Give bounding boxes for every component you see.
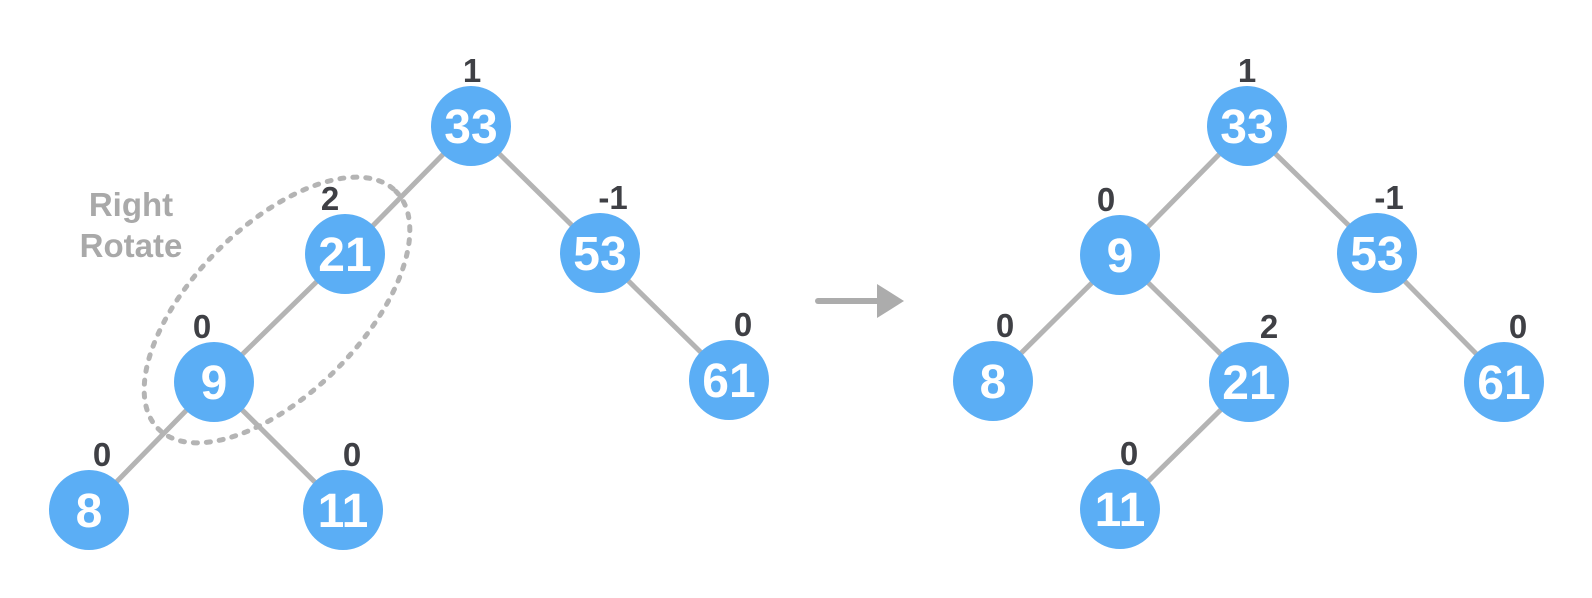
after-tree: 1 33 0 9 -1 53 0 8 2 21 0 61 bbox=[953, 52, 1544, 549]
balance-factor-label: -1 bbox=[598, 179, 627, 216]
node-value: 9 bbox=[201, 357, 228, 410]
balance-factor-label: 0 bbox=[996, 307, 1014, 344]
node-value: 61 bbox=[1477, 357, 1530, 410]
node-33-after: 1 33 bbox=[1207, 52, 1287, 166]
rotation-highlight-ellipse bbox=[141, 174, 413, 446]
node-value: 8 bbox=[76, 485, 103, 538]
node-value: 53 bbox=[573, 228, 626, 281]
right-rotate-label: Right Rotate bbox=[80, 186, 183, 264]
node-11-before: 0 11 bbox=[303, 436, 383, 550]
balance-factor-label: 1 bbox=[463, 52, 481, 89]
node-circle bbox=[174, 342, 254, 422]
node-value: 33 bbox=[1220, 101, 1273, 154]
node-9-before: 0 9 bbox=[174, 308, 254, 422]
node-33-before: 1 33 bbox=[431, 52, 511, 166]
balance-factor-label: 0 bbox=[93, 436, 111, 473]
balance-factor-label: -1 bbox=[1374, 179, 1403, 216]
before-tree: Right Rotate 1 33 2 21 -1 53 0 9 0 61 bbox=[49, 52, 769, 550]
node-value: 33 bbox=[444, 101, 497, 154]
node-61-after: 0 61 bbox=[1464, 308, 1544, 422]
node-53-after: -1 53 bbox=[1337, 179, 1417, 293]
node-circle bbox=[1337, 213, 1417, 293]
balance-factor-label: 0 bbox=[734, 306, 752, 343]
node-circle bbox=[1464, 342, 1544, 422]
node-circle bbox=[303, 470, 383, 550]
node-11-after: 0 11 bbox=[1080, 435, 1160, 549]
node-value: 8 bbox=[980, 356, 1007, 409]
node-circle bbox=[1207, 86, 1287, 166]
node-8-before: 0 8 bbox=[49, 436, 129, 550]
node-53-before: -1 53 bbox=[560, 179, 640, 293]
right-rotate-label-line1: Right bbox=[89, 186, 173, 223]
node-61-before: 0 61 bbox=[689, 306, 769, 420]
node-circle bbox=[1080, 215, 1160, 295]
node-circle bbox=[431, 86, 511, 166]
node-value: 11 bbox=[1095, 484, 1146, 537]
node-circle bbox=[560, 213, 640, 293]
balance-factor-label: 0 bbox=[193, 308, 211, 345]
right-arrow-icon bbox=[815, 284, 904, 318]
node-circle bbox=[305, 214, 385, 294]
node-9-after: 0 9 bbox=[1080, 181, 1160, 295]
balance-factor-label: 0 bbox=[1120, 435, 1138, 472]
balance-factor-label: 1 bbox=[1238, 52, 1256, 89]
balance-factor-label: 0 bbox=[1097, 181, 1115, 218]
node-value: 61 bbox=[702, 355, 755, 408]
node-circle bbox=[953, 341, 1033, 421]
node-value: 53 bbox=[1350, 228, 1403, 281]
node-circle bbox=[1209, 342, 1289, 422]
node-value: 21 bbox=[1222, 357, 1275, 410]
node-value: 9 bbox=[1107, 230, 1134, 283]
node-circle bbox=[49, 470, 129, 550]
balance-factor-label: 2 bbox=[321, 180, 339, 217]
node-circle bbox=[1080, 469, 1160, 549]
balance-factor-label: 0 bbox=[343, 436, 361, 473]
node-value: 11 bbox=[318, 485, 369, 538]
node-21-after: 2 21 bbox=[1209, 308, 1289, 422]
balance-factor-label: 0 bbox=[1509, 308, 1527, 345]
arrow-head bbox=[877, 284, 904, 318]
node-8-after: 0 8 bbox=[953, 307, 1033, 421]
node-circle bbox=[689, 340, 769, 420]
node-21-before: 2 21 bbox=[305, 180, 385, 294]
right-rotate-label-line2: Rotate bbox=[80, 227, 183, 264]
node-value: 21 bbox=[318, 229, 371, 282]
balance-factor-label: 2 bbox=[1260, 308, 1278, 345]
